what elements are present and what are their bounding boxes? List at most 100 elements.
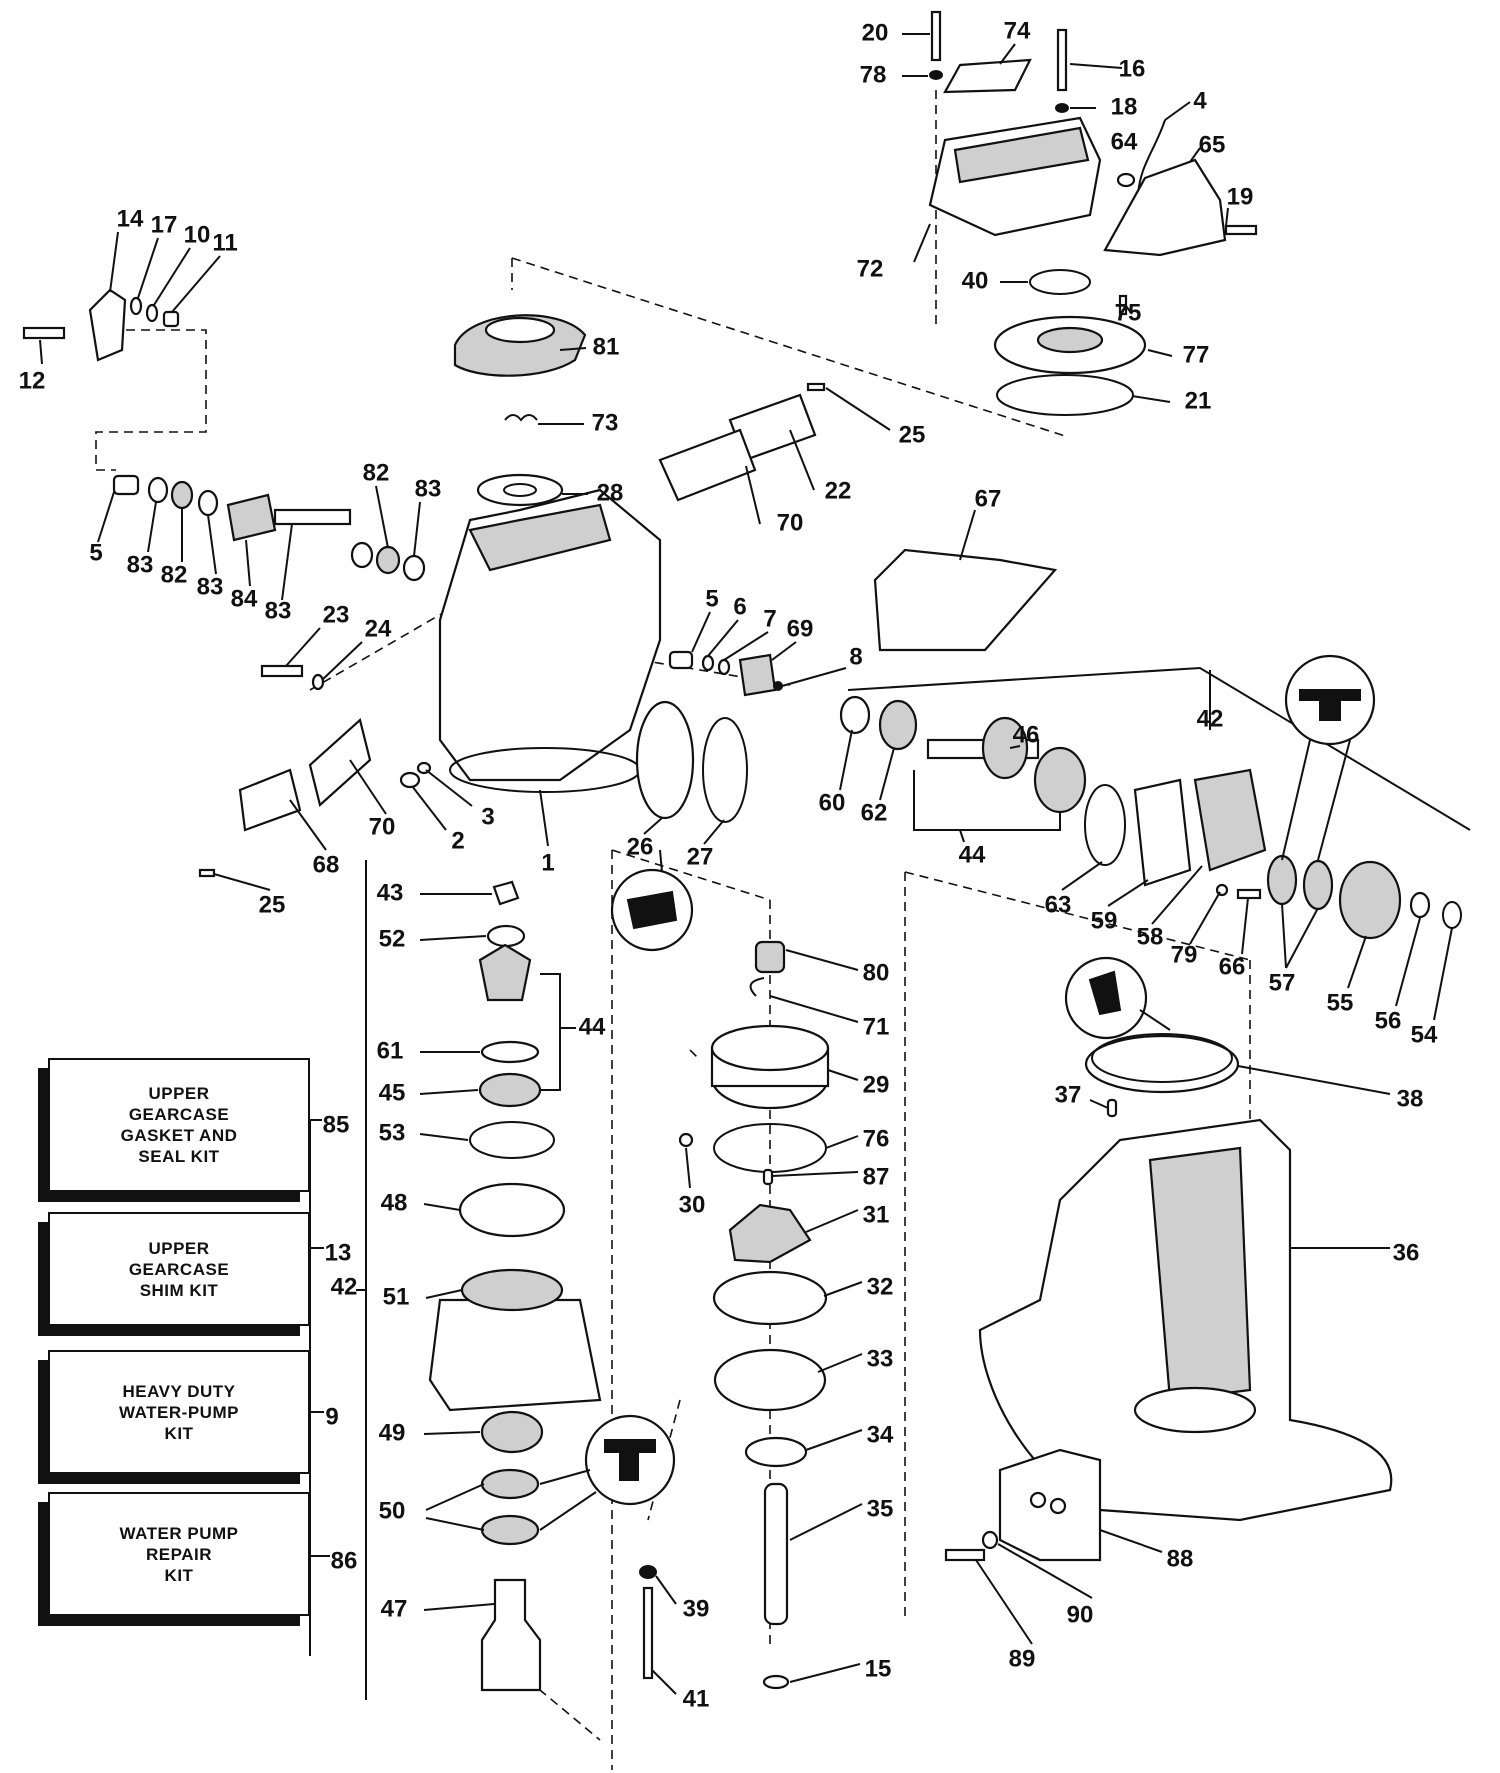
callout-68: 68 bbox=[313, 851, 340, 878]
callout-22: 22 bbox=[825, 477, 852, 504]
callout-37: 37 bbox=[1055, 1081, 1082, 1108]
callout-14: 14 bbox=[117, 205, 144, 232]
callout-25: 25 bbox=[899, 421, 926, 448]
callout-35: 35 bbox=[867, 1495, 894, 1522]
callout-82: 82 bbox=[161, 561, 188, 588]
callout-26: 26 bbox=[627, 833, 654, 860]
callout-41: 41 bbox=[683, 1685, 710, 1712]
callout-51: 51 bbox=[383, 1283, 410, 1310]
callout-18: 18 bbox=[1111, 93, 1138, 120]
callout-89: 89 bbox=[1009, 1645, 1036, 1672]
callout-12: 12 bbox=[19, 367, 46, 394]
callout-54: 54 bbox=[1411, 1021, 1438, 1048]
callout-82: 82 bbox=[363, 459, 390, 486]
callout-31: 31 bbox=[863, 1201, 890, 1228]
callout-90: 90 bbox=[1067, 1601, 1094, 1628]
callout-86: 86 bbox=[331, 1547, 358, 1574]
callout-28: 28 bbox=[597, 479, 624, 506]
callout-66: 66 bbox=[1219, 953, 1246, 980]
group-brackets bbox=[309, 666, 1471, 1700]
callout-78: 78 bbox=[860, 61, 887, 88]
callout-7: 7 bbox=[763, 605, 776, 632]
callout-1: 1 bbox=[541, 849, 554, 876]
callout-42: 42 bbox=[1197, 705, 1224, 732]
callout-6: 6 bbox=[733, 593, 746, 620]
callout-24: 24 bbox=[365, 615, 392, 642]
callout-53: 53 bbox=[379, 1119, 406, 1146]
callout-15: 15 bbox=[865, 1655, 892, 1682]
callout-74: 74 bbox=[1004, 17, 1031, 44]
callout-25: 25 bbox=[259, 891, 286, 918]
callout-83: 83 bbox=[127, 551, 154, 578]
callout-30: 30 bbox=[679, 1191, 706, 1218]
callout-58: 58 bbox=[1137, 923, 1164, 950]
callout-83: 83 bbox=[197, 573, 224, 600]
callout-32: 32 bbox=[867, 1273, 894, 1300]
callout-34: 34 bbox=[867, 1421, 894, 1448]
callout-71: 71 bbox=[863, 1013, 890, 1040]
callout-70: 70 bbox=[369, 813, 396, 840]
kit-label: HEAVY DUTY WATER-PUMP KIT bbox=[119, 1381, 239, 1443]
callout-44: 44 bbox=[579, 1013, 606, 1040]
callout-19: 19 bbox=[1227, 183, 1254, 210]
kit-label: UPPER GEARCASE SHIM KIT bbox=[128, 1238, 230, 1300]
callout-84: 84 bbox=[231, 585, 258, 612]
callout-80: 80 bbox=[863, 959, 890, 986]
callout-47: 47 bbox=[381, 1595, 408, 1622]
callout-17: 17 bbox=[151, 211, 178, 238]
callout-49: 49 bbox=[379, 1419, 406, 1446]
callout-40: 40 bbox=[962, 267, 989, 294]
callout-67: 67 bbox=[975, 485, 1002, 512]
callout-85: 85 bbox=[323, 1111, 350, 1138]
callout-73: 73 bbox=[592, 409, 619, 436]
callout-65: 65 bbox=[1199, 131, 1226, 158]
kit-leaders bbox=[310, 1119, 330, 1557]
callout-59: 59 bbox=[1091, 907, 1118, 934]
callout-10: 10 bbox=[184, 221, 211, 248]
callout-42: 42 bbox=[331, 1273, 358, 1300]
callout-88: 88 bbox=[1167, 1545, 1194, 1572]
callout-62: 62 bbox=[861, 799, 888, 826]
callout-16: 16 bbox=[1119, 55, 1146, 82]
callout-77: 77 bbox=[1183, 341, 1210, 368]
callout-69: 69 bbox=[787, 615, 814, 642]
callout-48: 48 bbox=[381, 1189, 408, 1216]
callout-38: 38 bbox=[1397, 1085, 1424, 1112]
kit-box-upper-gearcase-gasket-seal: UPPER GEARCASE GASKET AND SEAL KIT bbox=[48, 1058, 310, 1192]
callout-20: 20 bbox=[862, 19, 889, 46]
callout-27: 27 bbox=[687, 843, 714, 870]
callout-39: 39 bbox=[683, 1595, 710, 1622]
leader-lines bbox=[39, 33, 1453, 1695]
callout-3: 3 bbox=[481, 803, 494, 830]
kit-box-heavy-duty-water-pump: HEAVY DUTY WATER-PUMP KIT bbox=[48, 1350, 310, 1474]
callout-87: 87 bbox=[863, 1163, 890, 1190]
callout-45: 45 bbox=[379, 1079, 406, 1106]
callout-83: 83 bbox=[265, 597, 292, 624]
callout-11: 11 bbox=[212, 229, 237, 256]
callout-57: 57 bbox=[1269, 969, 1296, 996]
callout-63: 63 bbox=[1045, 891, 1072, 918]
callout-64: 64 bbox=[1111, 128, 1138, 155]
callout-21: 21 bbox=[1185, 387, 1212, 414]
callout-43: 43 bbox=[377, 879, 404, 906]
callout-50: 50 bbox=[379, 1497, 406, 1524]
kit-box-water-pump-repair: WATER PUMP REPAIR KIT bbox=[48, 1492, 310, 1616]
callout-4: 4 bbox=[1193, 87, 1207, 114]
callout-76: 76 bbox=[863, 1125, 890, 1152]
callout-23: 23 bbox=[323, 601, 350, 628]
kit-label: WATER PUMP REPAIR KIT bbox=[119, 1523, 239, 1585]
callout-29: 29 bbox=[863, 1071, 890, 1098]
callout-60: 60 bbox=[819, 789, 846, 816]
parts bbox=[22, 10, 1462, 1692]
callout-33: 33 bbox=[867, 1345, 894, 1372]
callout-52: 52 bbox=[379, 925, 406, 952]
callout-70: 70 bbox=[777, 509, 804, 536]
callout-72: 72 bbox=[857, 255, 884, 282]
callout-55: 55 bbox=[1327, 989, 1354, 1016]
callout-81: 81 bbox=[593, 333, 620, 360]
callout-56: 56 bbox=[1375, 1007, 1402, 1034]
callout-61: 61 bbox=[377, 1037, 404, 1064]
callout-46: 46 bbox=[1013, 721, 1040, 748]
